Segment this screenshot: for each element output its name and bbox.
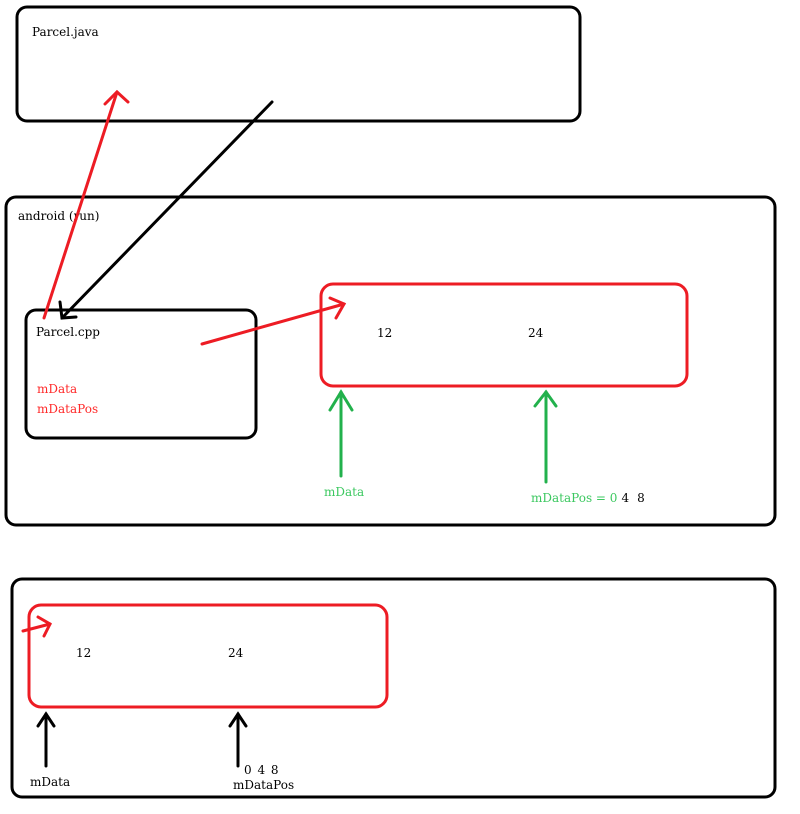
arrow-mdatapos-bottom — [228, 711, 248, 768]
memory-top-value-12: 12 — [377, 326, 392, 340]
pos-0: 0 — [610, 491, 618, 505]
cpp-field-mdatapos: mDataPos — [37, 402, 98, 416]
pointer-mdata-bottom: mData — [30, 775, 70, 789]
cpp-field-mdata: mData — [37, 382, 77, 396]
arrow-cpp-to-java — [42, 89, 130, 320]
arrow-cpp-to-memory — [200, 296, 347, 346]
pointer-mdatapos-bottom: mDataPos — [233, 778, 294, 792]
pos-8: 8 — [637, 491, 645, 505]
cpp-box-label: Parcel.cpp — [36, 325, 100, 339]
arrow-java-to-cpp — [58, 100, 274, 320]
bottom-box — [10, 577, 777, 799]
arrow-into-memory-bottom — [21, 615, 52, 638]
memory-bottom-value-24: 24 — [228, 646, 244, 660]
memory-top-value-24: 24 — [528, 326, 544, 340]
pointer-mdatapos-name: mDataPos = — [531, 491, 610, 505]
arrow-mdatapos-top — [533, 389, 558, 484]
memory-bottom-value-12: 12 — [76, 646, 91, 660]
pos-4: 4 — [621, 491, 629, 505]
memory-block-top — [319, 282, 689, 388]
java-box — [15, 5, 582, 123]
android-box — [4, 195, 777, 527]
android-box-label: android (run) — [18, 209, 99, 223]
java-box-label: Parcel.java — [32, 25, 99, 39]
memory-block-bottom — [27, 603, 389, 709]
arrow-mdata-top — [328, 389, 354, 478]
cpp-box — [24, 308, 258, 440]
positions-bottom: 0 4 8 — [244, 763, 280, 777]
pointer-mdata-top: mData — [324, 485, 364, 499]
arrow-mdata-bottom — [36, 711, 56, 768]
